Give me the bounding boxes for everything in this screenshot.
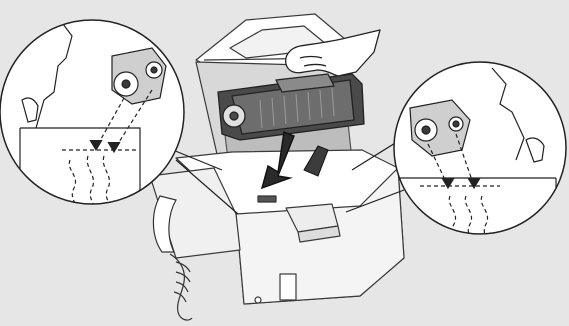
left-gear-assembly — [112, 48, 166, 104]
paper-cassette-slot — [280, 274, 296, 300]
front-latch — [258, 196, 276, 202]
right-detail-callout — [394, 62, 566, 244]
coiled-cord — [170, 254, 192, 320]
left-detail-callout — [0, 20, 184, 206]
